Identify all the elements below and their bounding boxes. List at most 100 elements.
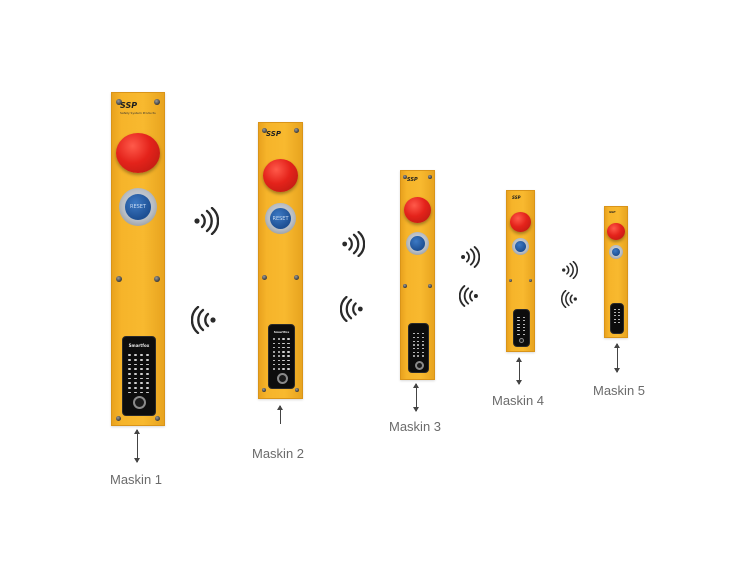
ssp-logo-subtext: Safety System Products: [120, 111, 156, 115]
indicator-dot: [617, 312, 620, 314]
machine-5-label: Maskin 5: [593, 383, 646, 398]
indicator-dot: [140, 387, 144, 389]
screw: [509, 279, 512, 282]
indicator-dot: [282, 338, 285, 340]
safety-display: Smartfox: [268, 324, 295, 389]
indicator-dot: [134, 359, 138, 361]
indicator-dot: [412, 333, 416, 335]
indicator-dot: [287, 346, 290, 349]
indicator-dot: [134, 382, 138, 385]
indicator-dot: [517, 320, 520, 322]
indicator-dot: [140, 359, 144, 361]
indicator-dot: [277, 355, 281, 357]
indicator-dot: [613, 315, 616, 317]
reset-button[interactable]: [512, 238, 529, 255]
reset-button[interactable]: [609, 245, 623, 259]
indicator-dot: [517, 317, 520, 319]
emergency-stop-button[interactable]: [263, 159, 298, 192]
machine-4-control-station: SSP: [506, 190, 535, 352]
machine-4-label: Maskin 4: [492, 393, 545, 408]
indicator-dot: [272, 346, 276, 349]
safety-display: [513, 309, 530, 347]
emergency-stop-button[interactable]: [404, 197, 431, 223]
reset-button-label: RESET: [272, 215, 289, 222]
indicator-dot: [287, 338, 290, 340]
indicator-dot: [421, 344, 424, 346]
display-indicator-grid: [272, 337, 291, 371]
display-brand: Smartfox: [128, 343, 150, 348]
reset-button[interactable]: RESET: [265, 203, 296, 234]
indicator-dot: [146, 391, 150, 394]
indicator-dot: [617, 315, 620, 317]
machine-3-label: Maskin 3: [389, 419, 442, 434]
indicator-dot: [140, 363, 144, 366]
screw: [116, 99, 122, 105]
indicator-dot: [412, 351, 416, 353]
indicator-dot: [522, 327, 526, 329]
double-arrow-icon: [413, 383, 419, 412]
wireless-signal-right-icon: [562, 261, 578, 279]
screw: [262, 128, 267, 133]
indicator-dot: [287, 363, 290, 366]
indicator-dot: [146, 382, 150, 385]
indicator-dot: [412, 347, 416, 350]
indicator-dot: [287, 355, 290, 357]
display-indicator-grid: [613, 308, 621, 324]
wireless-signal-right-icon: [342, 231, 365, 257]
indicator-dot: [417, 336, 420, 339]
double-arrow-icon: [134, 429, 140, 463]
screw: [428, 284, 432, 288]
indicator-dot: [277, 338, 281, 340]
wireless-signal-left-icon: [561, 290, 577, 308]
indicator-dot: [272, 355, 276, 357]
emergency-stop-button[interactable]: [510, 212, 531, 232]
reset-button[interactable]: [406, 232, 429, 255]
indicator-dot: [134, 354, 138, 357]
indicator-dot: [134, 373, 138, 375]
emergency-stop-button[interactable]: [116, 133, 160, 173]
wireless-signal-left-icon: [459, 285, 478, 307]
display-ring: [415, 361, 424, 370]
ssp-logo: SSP: [609, 210, 616, 214]
indicator-dot: [134, 391, 138, 394]
indicator-dot: [282, 355, 285, 357]
indicator-dot: [412, 336, 416, 339]
indicator-dot: [282, 346, 285, 349]
ssp-logo: SSP: [407, 177, 418, 183]
indicator-dot: [272, 359, 276, 361]
indicator-dot: [277, 368, 281, 370]
machine-1-control-station: SSP Safety System Products RESET Smartfo…: [111, 92, 165, 426]
indicator-dot: [421, 351, 424, 353]
screw: [403, 175, 407, 179]
indicator-dot: [287, 359, 290, 361]
indicator-dot: [146, 354, 150, 357]
indicator-dot: [617, 321, 620, 323]
indicator-dot: [282, 342, 285, 344]
indicator-dot: [417, 351, 420, 353]
screw: [403, 284, 407, 288]
wireless-signal-left-icon: [191, 306, 216, 334]
reset-button[interactable]: RESET: [119, 188, 157, 226]
indicator-dot: [140, 382, 144, 385]
indicator-dot: [128, 363, 132, 366]
machine-5-control-station: SSP: [604, 206, 628, 338]
indicator-dot: [134, 363, 138, 366]
indicator-dot: [287, 351, 290, 353]
screw: [428, 175, 432, 179]
indicator-dot: [128, 391, 132, 394]
screw: [116, 416, 121, 421]
display-indicator-grid: [516, 316, 527, 336]
indicator-dot: [140, 391, 144, 394]
safety-display: Smartfox: [122, 336, 156, 416]
indicator-dot: [421, 340, 424, 342]
indicator-dot: [146, 368, 150, 371]
emergency-stop-button[interactable]: [607, 223, 625, 240]
display-ring: [519, 338, 524, 343]
indicator-dot: [277, 346, 281, 349]
indicator-dot: [277, 359, 281, 361]
indicator-dot: [412, 340, 416, 342]
ssp-logo: SSP: [120, 101, 138, 110]
indicator-dot: [522, 320, 526, 322]
reset-button-label: RESET: [129, 204, 147, 210]
safety-display: [610, 303, 624, 334]
